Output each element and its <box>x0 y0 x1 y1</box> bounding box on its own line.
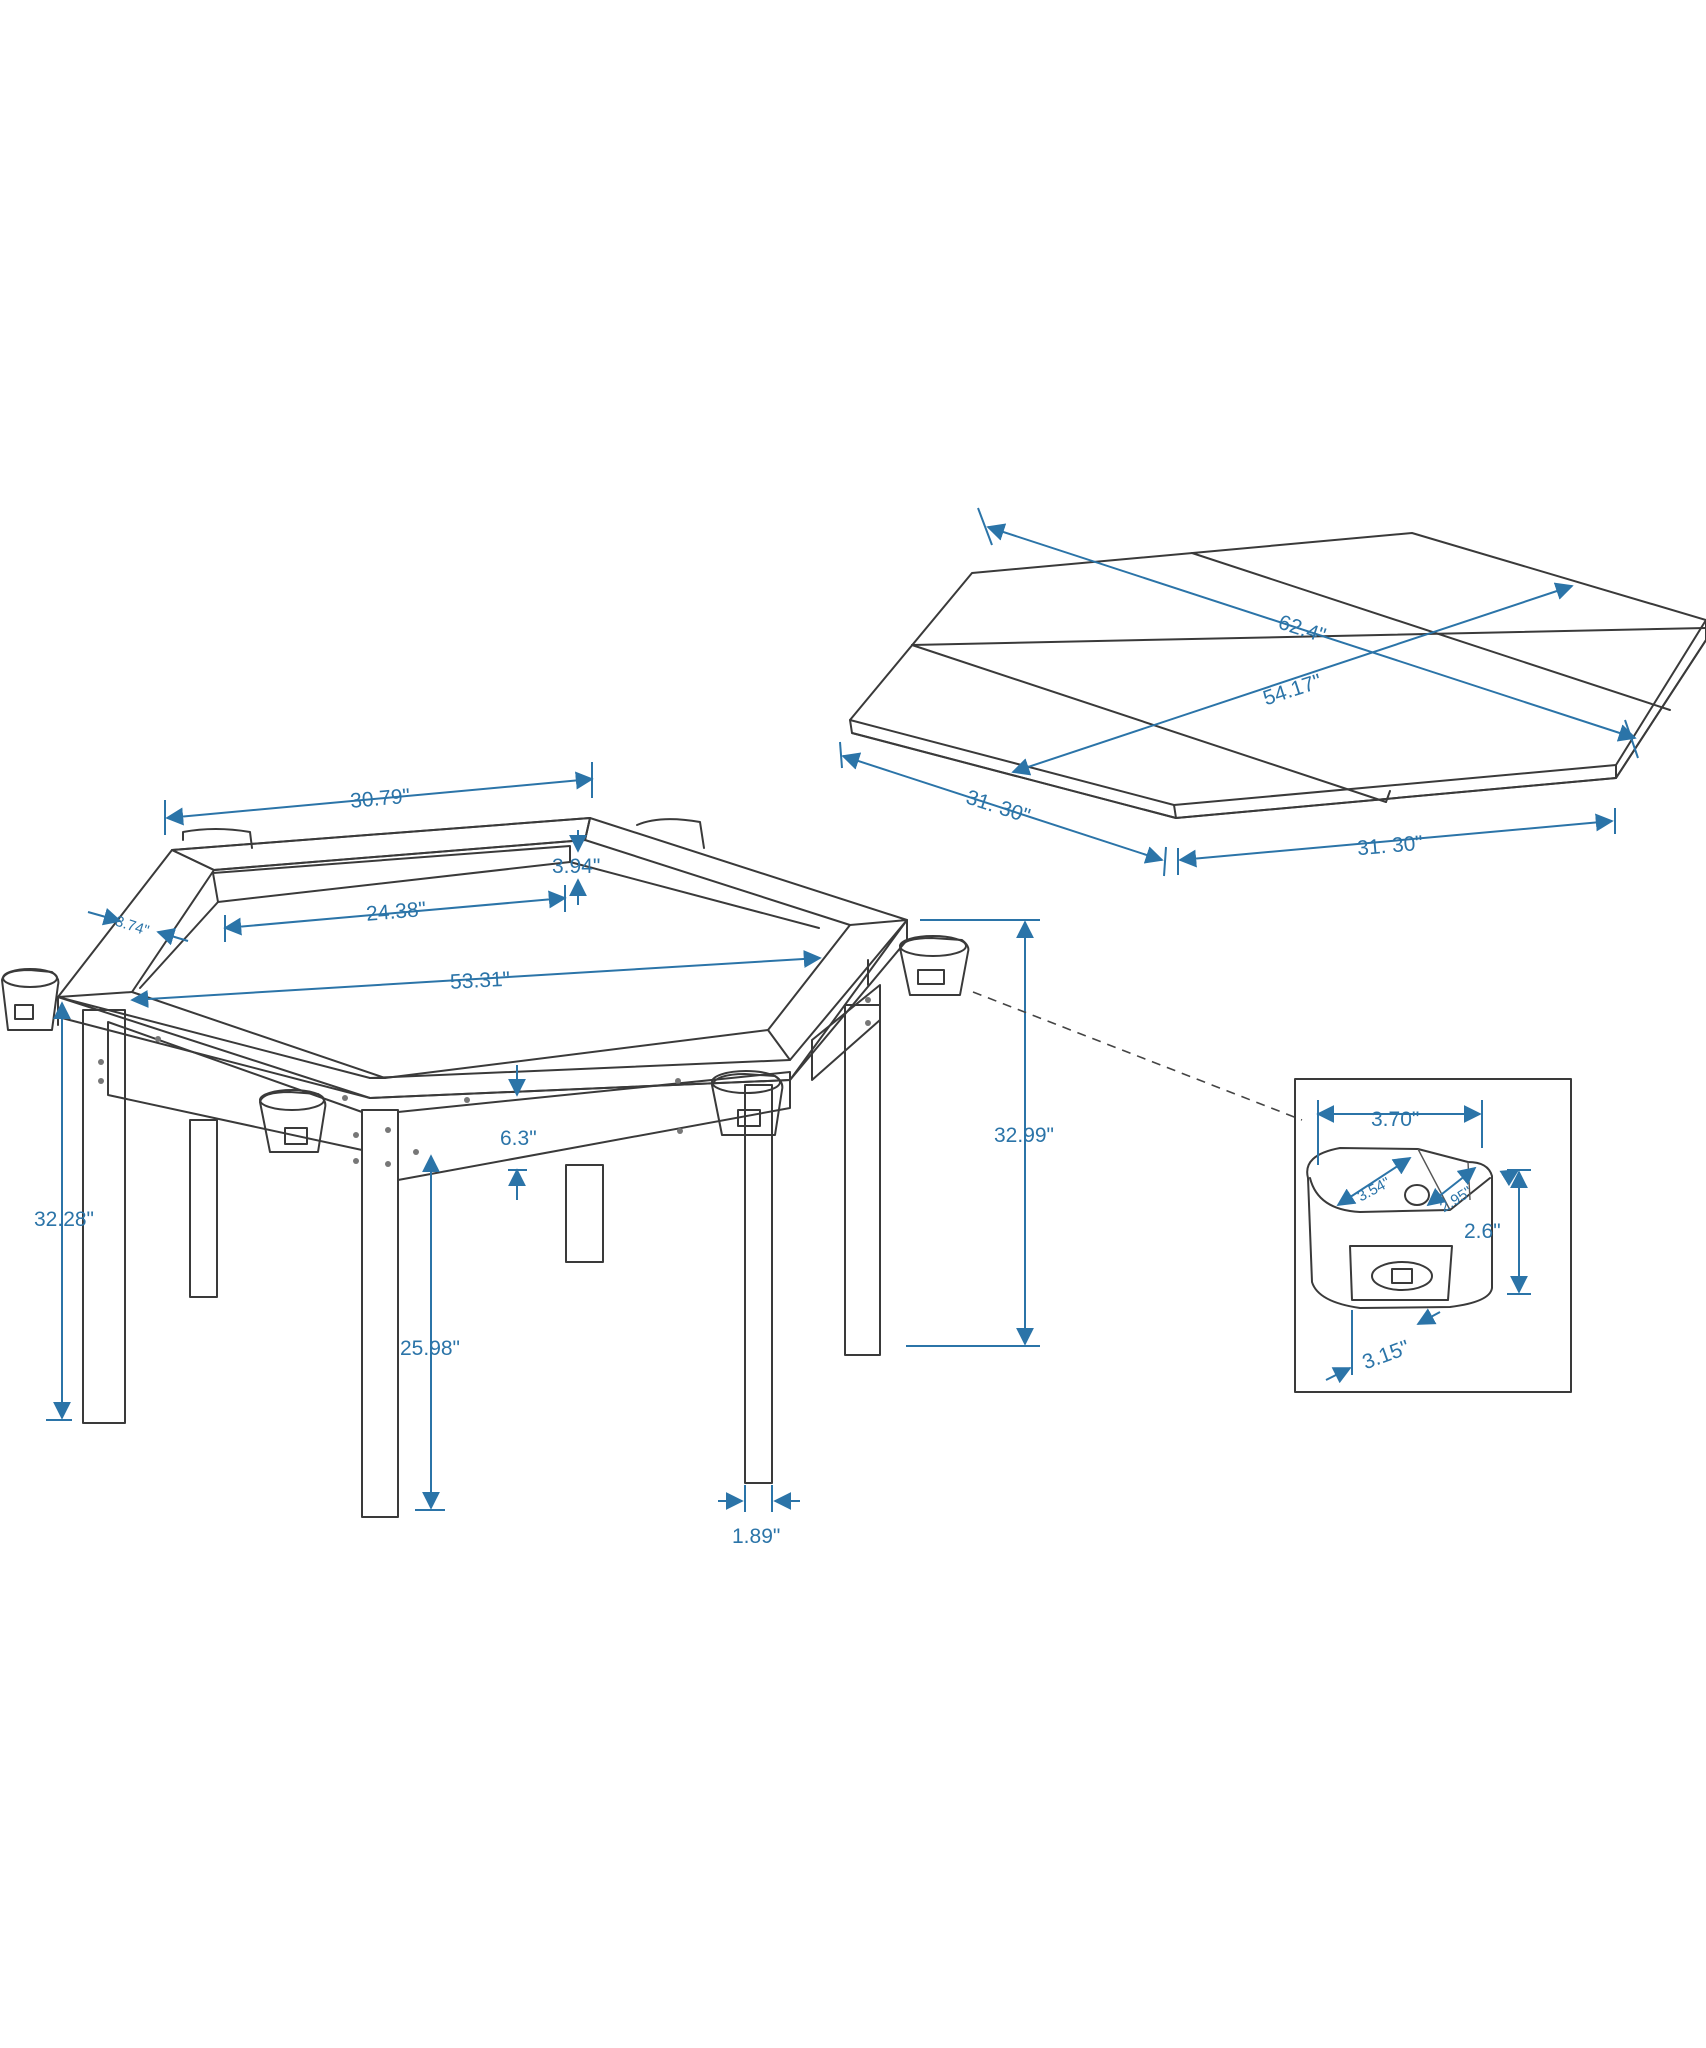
table-aprons <box>57 959 881 1181</box>
cup-holder-icon <box>259 1089 327 1153</box>
dim-cup-height: 2.6" <box>1464 1220 1501 1243</box>
cup-holder-icon <box>899 935 970 996</box>
cup-dimension-lines <box>1316 1100 1531 1384</box>
dim-rail-left: 3.74" <box>113 913 151 940</box>
dim-total-height: 32.99" <box>994 1124 1054 1147</box>
dim-board-length: 62.4" <box>1276 611 1329 648</box>
cup-holder-icon <box>636 818 705 849</box>
dim-inner-side: 24.38" <box>365 898 427 926</box>
detail-frame <box>1294 1078 1572 1393</box>
dim-board-side-right: 31. 30" <box>1356 832 1424 861</box>
dim-leg-width: 1.89" <box>732 1525 780 1548</box>
table-top <box>57 817 908 1099</box>
cup-holder-icon <box>711 1070 784 1136</box>
dim-board-width: 54.17" <box>1260 670 1324 710</box>
board-dimension-lines <box>839 507 1639 877</box>
dim-board-side-left: 31. 30" <box>963 786 1033 828</box>
detail-callout-line <box>972 991 1303 1121</box>
dim-cup-bottom: 3.15" <box>1359 1336 1412 1374</box>
cup-holder-icon <box>182 828 253 849</box>
dim-cup-inner-width: 3.54" <box>1355 1174 1393 1205</box>
cup-holder-icon <box>1 968 60 1031</box>
dimension-lines <box>46 762 1040 1512</box>
dim-cup-width: 3.70" <box>1371 1108 1419 1131</box>
board-drawing: 62.4" 54.17" 31. 30" 31. 30" <box>839 507 1706 877</box>
dim-rail-back: 3.94" <box>552 855 600 878</box>
dim-top-diagonal: 53.31" <box>449 968 510 994</box>
dim-top-side: 30.79" <box>349 785 411 813</box>
dim-left-height: 32.28" <box>34 1208 94 1231</box>
table-drawing: 30.79" 24.38" 3.94" 3.74" 53.31" 6.3" 32… <box>1 762 1054 1548</box>
apron-screw-holes <box>98 997 871 1167</box>
dim-apron-height: 6.3" <box>500 1127 537 1150</box>
dim-leg-clearance: 25.98" <box>400 1337 460 1360</box>
table-legs <box>82 1004 881 1518</box>
cup-holder-detail: 3.70" 3.54" 2.95" 2.6" 3.15" <box>1294 1078 1572 1393</box>
